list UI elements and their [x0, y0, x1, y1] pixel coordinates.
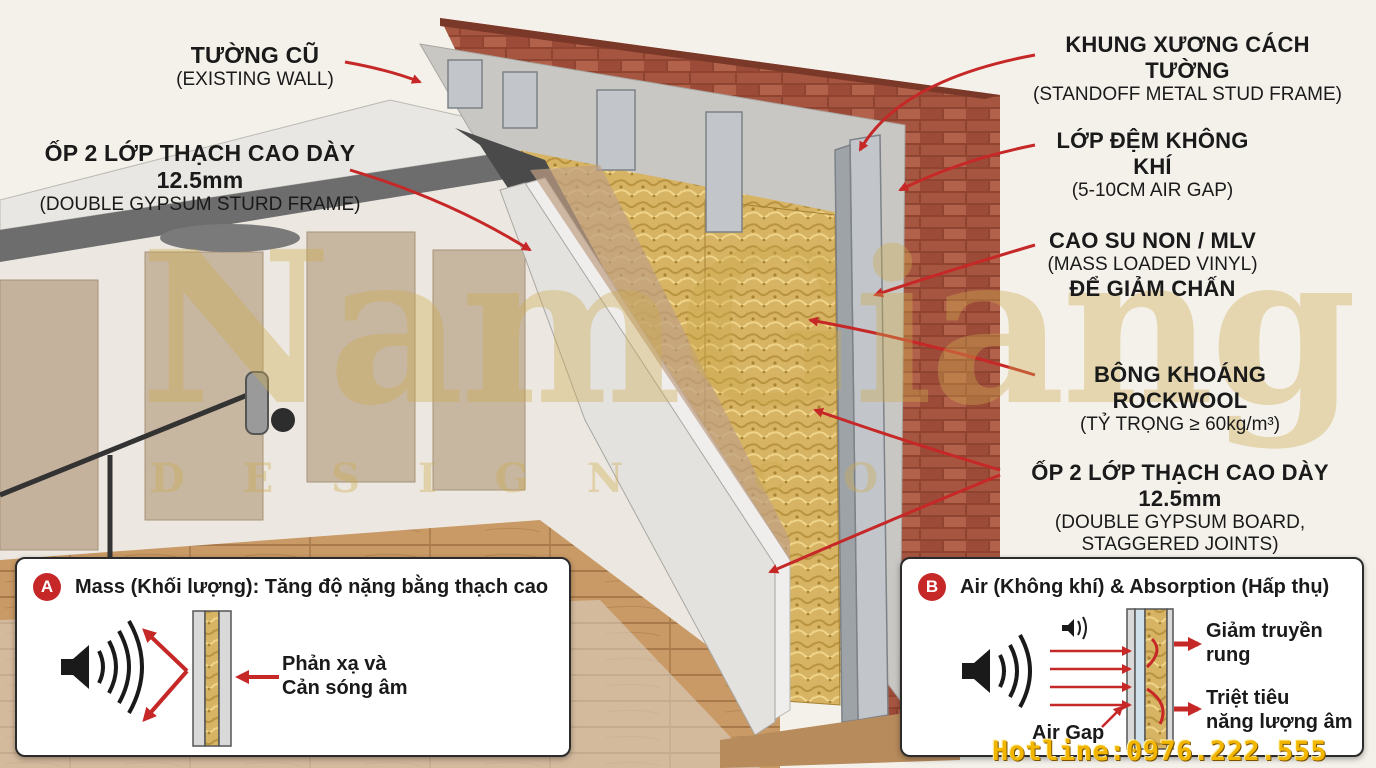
label-stud-frame-title: KHUNG XƯƠNG CÁCH TƯỜNG — [1065, 32, 1310, 83]
panel-a-diagram — [61, 610, 279, 747]
speaker-icon — [962, 634, 1032, 708]
panel-b-text1-line2: rung — [1206, 644, 1251, 667]
label-stud-frame: KHUNG XƯƠNG CÁCH TƯỜNG (STANDOFF METAL S… — [1025, 32, 1350, 106]
small-speaker-icon — [1062, 616, 1087, 640]
label-existing-wall-sub: (EXISTING WALL) — [176, 69, 334, 91]
label-stud-frame-sub: (STANDOFF METAL STUD FRAME) — [1033, 83, 1342, 105]
panel-b-air-absorption: B Air (Không khí) & Absorption (Hấp thụ) — [900, 557, 1364, 757]
label-mlv-sub2: ĐỂ GIẢM CHẤN — [1069, 276, 1236, 302]
panel-b-text2-line1: Triệt tiêu — [1206, 687, 1290, 709]
microphone-stand — [0, 371, 295, 560]
label-gypsum-sub2: STAGGERED JOINTS) — [1081, 534, 1279, 556]
label-rockwool-sub: (TỶ TRỌNG ≥ 60kg/m³) — [1079, 413, 1281, 435]
panel-a-title: Mass (Khối lượng): Tăng độ nặng bằng thạ… — [75, 576, 549, 598]
watermark-logo: NamGiang — [140, 205, 1357, 452]
wall-section-icon — [1126, 608, 1174, 750]
sound-wave-arrows-icon — [1050, 637, 1165, 725]
panel-b-text2-line2: năng lượng âm — [1206, 711, 1353, 734]
label-existing-wall-title: TƯỜNG CŨ — [190, 42, 320, 68]
label-air-gap: LỚP ĐỆM KHÔNG KHÍ (5-10CM AIR GAP) — [1040, 128, 1265, 202]
label-existing-wall: TƯỜNG CŨ (EXISTING WALL) — [165, 42, 345, 92]
label-ceiling-sub: (DOUBLE GYPSUM STURD FRAME) — [39, 194, 361, 216]
label-rockwool-title: BÔNG KHOÁNG ROCKWOOL — [1093, 362, 1267, 413]
label-gypsum-title: ỐP 2 LỚP THẠCH CAO DÀY 12.5mm — [1031, 460, 1329, 511]
label-air-gap-title: LỚP ĐỆM KHÔNG KHÍ — [1056, 128, 1249, 179]
label-gypsum-sub: (DOUBLE GYPSUM BOARD, — [1054, 511, 1306, 533]
panel-b-badge: B — [918, 573, 946, 601]
hotline-text: Hotline:0976.222.555 — [992, 736, 1328, 767]
label-ceiling-title: ỐP 2 LỚP THẠCH CAO DÀY 12.5mm — [44, 140, 356, 194]
label-gypsum: ỐP 2 LỚP THẠCH CAO DÀY 12.5mm (DOUBLE GY… — [1000, 460, 1360, 557]
panel-a-mass: A Mass (Khối lượng): Tăng độ nặng bằng t… — [15, 557, 571, 757]
watermark-subtext: DESIGN CO — [150, 455, 937, 502]
panel-b-text1: Giảm truyền rung — [1206, 619, 1323, 668]
panel-b-text2: Triệt tiêu năng lượng âm — [1206, 686, 1352, 735]
label-air-gap-sub: (5-10CM AIR GAP) — [1071, 179, 1234, 201]
panel-a-text-line2: Cản sóng âm — [282, 677, 408, 700]
speaker-icon — [61, 620, 144, 714]
panel-a-text-line1: Phản xạ và — [282, 653, 387, 675]
panel-a-text: Phản xạ và Cản sóng âm — [282, 652, 408, 701]
double-gypsum-boards — [499, 165, 791, 736]
leader-arrows — [344, 53, 1036, 574]
air-gap-pointer-icon — [1101, 705, 1124, 728]
panel-b-text1-line1: Giảm truyền — [1206, 620, 1323, 642]
label-mlv-sub: (MASS LOADED VINYL) — [1047, 253, 1258, 275]
panel-b-title: Air (Không khí) & Absorption (Hấp thụ) — [960, 576, 1330, 598]
label-mlv: CAO SU NON / MLV (MASS LOADED VINYL) ĐỂ … — [1030, 228, 1275, 302]
ceiling-slab — [0, 99, 530, 262]
label-mlv-title: CAO SU NON / MLV — [1049, 228, 1256, 253]
panel-a-badge: A — [33, 573, 61, 601]
wall-section-icon — [192, 610, 232, 747]
reflect-arrows-icon — [142, 628, 189, 723]
label-rockwool: BÔNG KHOÁNG ROCKWOOL (TỶ TRỌNG ≥ 60kg/m³… — [1035, 362, 1325, 436]
panel-b-diagram — [962, 608, 1202, 750]
panel-b-air-gap-label: Air Gap — [1032, 722, 1105, 744]
acoustic-panels — [0, 231, 526, 551]
label-ceiling: ỐP 2 LỚP THẠCH CAO DÀY 12.5mm (DOUBLE GY… — [10, 140, 390, 217]
